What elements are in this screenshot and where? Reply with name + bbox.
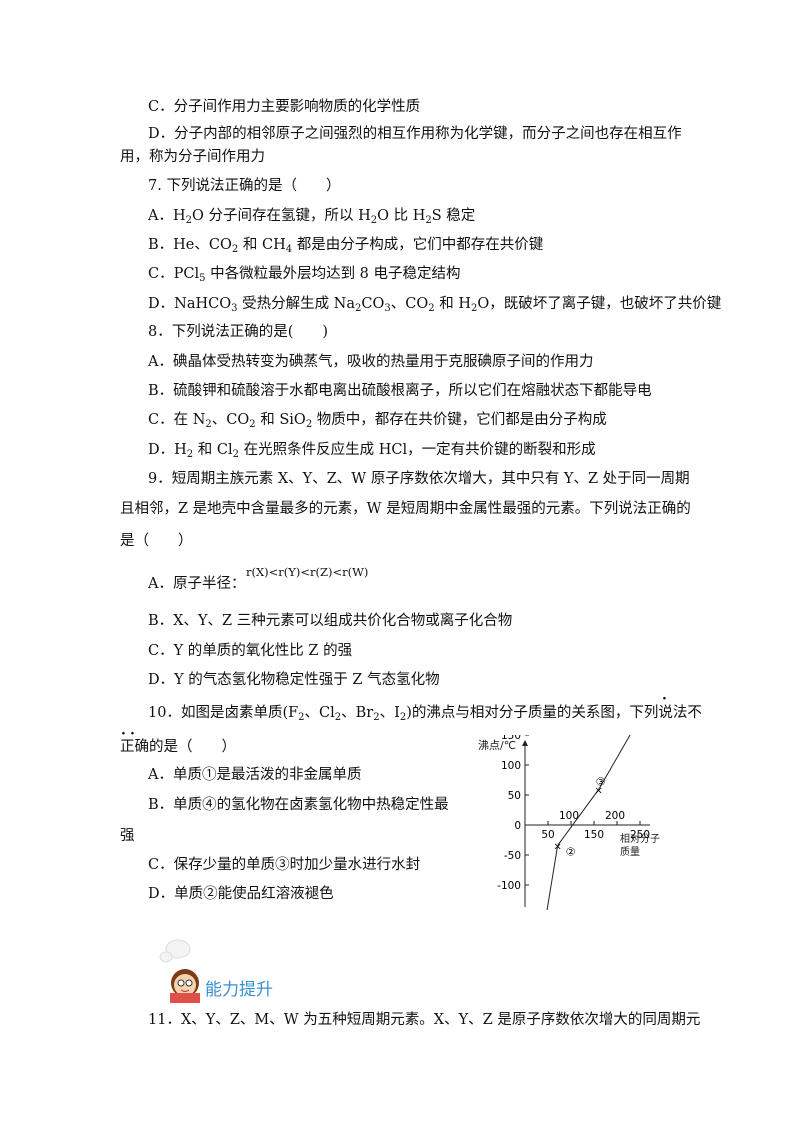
q10-option-a: A．单质①是最活泼的非金属单质 bbox=[148, 767, 362, 783]
question-9-cont: 且相邻，Z 是地壳中含量最多的元素，W 是短周期中金属性最强的元素。下列说法正确… bbox=[120, 501, 691, 517]
y-tick-label: 0 bbox=[514, 820, 521, 832]
y-axis-label: 沸点/℃ bbox=[478, 739, 516, 752]
x-axis-label: 相对分子 质量 bbox=[620, 832, 663, 858]
emphasis-dot: · bbox=[121, 726, 126, 742]
question-9-cont2: 是（ ） bbox=[120, 533, 193, 549]
q9-option-a-formula: r(X)<r(Y)<r(Z)<r(W) bbox=[246, 565, 369, 579]
y-tick-label: 150 bbox=[501, 735, 521, 742]
x-tick-label-upper: 100 bbox=[559, 810, 579, 822]
q7-option-b: B．He、CO2 和 CH4 都是由分子构成，它们中都存在共价键 bbox=[148, 237, 544, 255]
q7-option-c: C．PCl5 中各微粒最外层均达到 8 电子稳定结构 bbox=[148, 266, 461, 284]
question-8: 8．下列说法正确的是( ) bbox=[148, 324, 329, 340]
x-axis-label-line2: 质量 bbox=[620, 846, 640, 858]
q9-option-d: D．Y 的气态氢化物稳定性强于 Z 气态氢化物 bbox=[148, 672, 440, 688]
x-ticks: 50 150 250 100 200 bbox=[541, 810, 650, 841]
y-tick-label: 50 bbox=[508, 790, 521, 802]
series-line: ×①×②×③×④ bbox=[546, 735, 631, 910]
section-title: 能力提升 bbox=[205, 980, 273, 1000]
y-tick-label: -50 bbox=[504, 850, 521, 862]
series-segment bbox=[546, 845, 559, 910]
q9-option-b: B．X、Y、Z 三种元素可以组成共价化合物或离子化合物 bbox=[148, 613, 513, 629]
question-9: 9．短周期主族元素 X、Y、Z、W 原子序数依次增大，其中只有 Y、Z 处于同一… bbox=[148, 471, 690, 487]
option-d-prev: D．分子内部的相邻原子之间强烈的相互作用称为化学键，而分子之间也存在相互作 bbox=[148, 126, 682, 142]
q8-option-b: B．硫酸钾和硫酸溶于水都电离出硫酸根离子，所以它们在熔融状态下都能导电 bbox=[148, 383, 652, 399]
q10-option-b-cont: 强 bbox=[120, 828, 135, 844]
option-d-prev-cont: 用，称为分子间作用力 bbox=[120, 149, 265, 165]
x-tick-label-upper: 200 bbox=[605, 810, 625, 822]
q8-option-d: D．H2 和 Cl2 在光照条件反应生成 HCl，一定有共价键的断裂和形成 bbox=[148, 442, 596, 460]
series-segment bbox=[557, 735, 631, 846]
data-point-label: ③ bbox=[596, 776, 606, 789]
boiling-point-chart: 沸点/℃ 相对分子 质量 200150100500-50-100-150-200… bbox=[478, 735, 663, 910]
emphasis-dot: · bbox=[130, 726, 135, 742]
option-c-prev: C．分子间作用力主要影响物质的化学性质 bbox=[148, 99, 421, 115]
x-tick-label: 150 bbox=[584, 829, 604, 841]
q7-option-d: D．NaHCO3 受热分解生成 Na2CO3、CO2 和 H2O，既破坏了离子键… bbox=[148, 296, 722, 314]
x-axis-label-line1: 相对分子 bbox=[620, 832, 660, 845]
y-tick-label: -100 bbox=[497, 880, 521, 892]
y-ticks: 200150100500-50-100-150-200-250 bbox=[497, 735, 529, 892]
q9-option-a: A．原子半径： bbox=[148, 576, 246, 592]
emphasis-dot: · bbox=[662, 691, 667, 707]
q8-option-c: C．在 N2、CO2 和 SiO2 物质中，都存在共价键，它们都是由分子构成 bbox=[148, 412, 607, 430]
y-tick-label: 100 bbox=[501, 760, 521, 772]
question-10-cont: 正确的是（ ） bbox=[120, 739, 236, 755]
question-7: 7. 下列说法正确的是（ ） bbox=[148, 178, 341, 194]
q10-option-d: D．单质②能使品红溶液褪色 bbox=[148, 886, 334, 902]
x-tick-label: 250 bbox=[630, 829, 650, 841]
data-point-label: ② bbox=[566, 845, 576, 858]
data-point-marker: × bbox=[553, 841, 561, 852]
q9-option-c: C．Y 的单质的氧化性比 Z 的强 bbox=[148, 643, 353, 659]
question-11: 11．X、Y、Z、M、W 为五种短周期元素。X、Y、Z 是原子序数依次增大的同周… bbox=[148, 1012, 701, 1028]
q10-option-b: B．单质④的氢化物在卤素氢化物中热稳定性最 bbox=[148, 797, 449, 813]
question-10: 10．如图是卤素单质(F2、Cl2、Br2、I2)的沸点与相对分子质量的关系图，… bbox=[148, 705, 702, 723]
section-banner-mascot bbox=[159, 939, 200, 1003]
data-point-marker: × bbox=[594, 786, 602, 797]
x-tick-label: 50 bbox=[541, 829, 554, 841]
q8-option-a: A．碘晶体受热转变为碘蒸气，吸收的热量用于克服碘原子间的作用力 bbox=[148, 354, 594, 370]
q7-option-a: A．H2O 分子间存在氢键，所以 H2O 比 H2S 稳定 bbox=[148, 208, 476, 226]
q10-option-c: C．保存少量的单质③时加少量水进行水封 bbox=[148, 857, 421, 873]
